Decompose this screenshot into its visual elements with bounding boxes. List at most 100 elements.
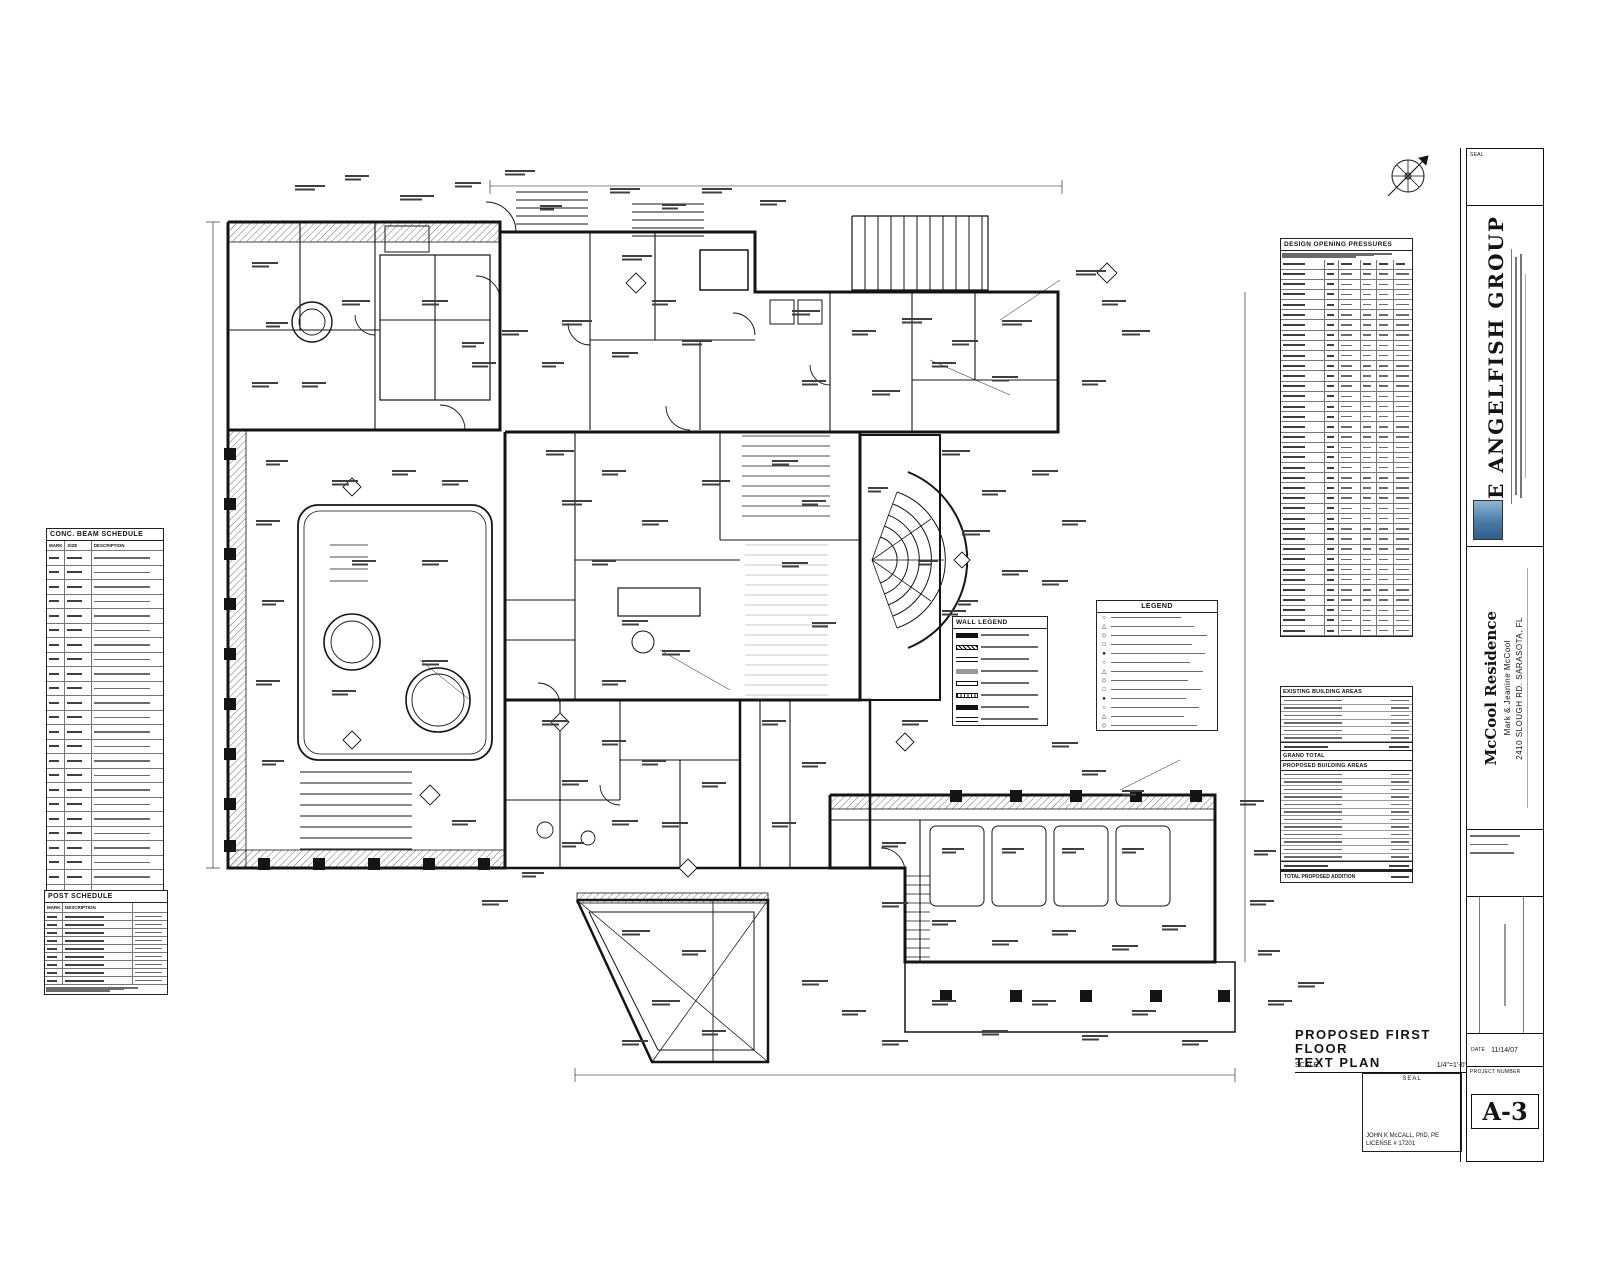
areas-section-header: PROPOSED BUILDING AREAS <box>1281 761 1412 771</box>
firm-disclaimer-line <box>1524 274 1527 478</box>
wall-legend-item <box>953 677 1047 689</box>
titleblock-seal-segment: SEAL <box>1467 149 1543 206</box>
legend-item: △ <box>1097 667 1217 676</box>
project-disclaimer-line <box>1526 568 1529 808</box>
schedule-row <box>1281 269 1412 280</box>
areas-row <box>1281 779 1412 786</box>
plan-geometry <box>206 155 1429 1082</box>
firm-name: THE ANGELFISH GROUP <box>1483 215 1508 537</box>
schedule-row <box>45 969 167 977</box>
schedule-row <box>45 913 167 921</box>
schedule-row <box>1281 279 1412 290</box>
schedule-row <box>1281 452 1412 464</box>
schedule-row <box>47 623 163 638</box>
legend-rows: ○△◇□●○△◇□●○△◇ <box>1097 613 1217 730</box>
titleblock-sheet-segment: PROJECT NUMBER A-3 <box>1467 1067 1543 1156</box>
schedule-row <box>47 739 163 754</box>
legend-symbol: ◇ <box>1101 632 1107 639</box>
schedule-row <box>1281 432 1412 443</box>
areas-row <box>1281 846 1412 854</box>
titleblock-revisions-segment <box>1467 897 1543 1034</box>
design-opening-pressures-table: DESIGN OPENING PRESSURES <box>1280 238 1413 638</box>
schedule-row <box>47 710 163 725</box>
title-block: SEAL THE ANGELFISH GROUP McCool Residenc… <box>1466 148 1544 1162</box>
schedule-row <box>1281 503 1412 514</box>
schedule-row <box>45 921 167 929</box>
schedule-row <box>1281 422 1412 433</box>
firm-address-line <box>1515 257 1517 495</box>
legend-item: ◇ <box>1097 631 1217 640</box>
areas-section-header: GRAND TOTAL <box>1281 751 1412 761</box>
schedule-row <box>1281 300 1412 311</box>
schedule-row <box>47 826 163 841</box>
schedule-row <box>1281 320 1412 331</box>
sheet-number: A-3 <box>1471 1094 1539 1129</box>
schedule-row <box>45 937 167 945</box>
revisions-line <box>1504 924 1506 1006</box>
areas-row <box>1281 735 1412 742</box>
schedule-row <box>47 609 163 624</box>
wall-legend-item <box>953 653 1047 665</box>
legend-symbol: □ <box>1102 641 1106 648</box>
wall-type-swatch <box>956 704 978 710</box>
design-opening-pressures-title: DESIGN OPENING PRESSURES <box>1281 239 1412 251</box>
legend-item: ○ <box>1097 613 1217 622</box>
schedule-row <box>1281 361 1412 372</box>
firm-logo <box>1473 500 1503 540</box>
legend-item: □ <box>1097 685 1217 694</box>
schedule-row <box>47 565 163 580</box>
schedule-row <box>1281 595 1412 606</box>
schedule-row <box>1281 351 1412 362</box>
schedule-row <box>47 667 163 682</box>
wall-type-swatch <box>956 716 978 722</box>
legend-item: ◇ <box>1097 676 1217 685</box>
plan-title-line1: PROPOSED FIRST FLOOR <box>1295 1027 1431 1056</box>
wall-type-swatch <box>956 692 978 698</box>
design-opening-pressures-rows <box>1281 259 1412 637</box>
post-schedule-title: POST SCHEDULE <box>45 891 167 903</box>
areas-row <box>1281 854 1412 861</box>
plan-scale-label: SCALE: <box>1295 1062 1320 1069</box>
legend-symbol: ◇ <box>1101 677 1107 684</box>
schedule-row <box>47 754 163 769</box>
areas-row <box>1281 697 1412 705</box>
design-opening-pressures-subtitle <box>1281 251 1412 260</box>
schedule-header-row <box>1281 259 1412 270</box>
wall-legend: WALL LEGEND <box>952 616 1048 726</box>
schedule-row <box>1281 575 1412 586</box>
plan-title: PROPOSED FIRST FLOOR TEXT PLAN <box>1295 1028 1467 1073</box>
areas-row <box>1281 786 1412 794</box>
project-number-label: PROJECT NUMBER <box>1470 1069 1521 1075</box>
wall-legend-rows <box>953 629 1047 725</box>
schedule-row <box>47 696 163 711</box>
schedule-row <box>47 812 163 827</box>
schedule-row <box>47 841 163 856</box>
plan-scale-value: 1/4"=1'-0" <box>1436 1062 1467 1069</box>
schedule-row <box>1281 554 1412 565</box>
legend-symbol: △ <box>1101 668 1107 675</box>
areas-row <box>1281 705 1412 712</box>
legend-item: ● <box>1097 694 1217 703</box>
wall-legend-item <box>953 665 1047 677</box>
schedule-row <box>1281 605 1412 616</box>
post-schedule-notes <box>45 985 167 994</box>
legend-title: LEGEND <box>1097 601 1217 613</box>
engineer-license: LICENSE # 17201 <box>1366 1141 1416 1147</box>
areas-total-row <box>1281 861 1412 870</box>
schedule-row <box>1281 585 1412 596</box>
legend-item: ● <box>1097 649 1217 658</box>
revisions-divider <box>1523 897 1524 1033</box>
info-line <box>1470 835 1520 837</box>
schedule-row <box>47 783 163 798</box>
legend-symbol: ● <box>1102 650 1106 657</box>
legend-item: △ <box>1097 622 1217 631</box>
legend-symbol: △ <box>1101 623 1107 630</box>
schedule-row <box>47 551 163 566</box>
areas-section-header: EXISTING BUILDING AREAS <box>1281 687 1412 697</box>
legend-item: □ <box>1097 640 1217 649</box>
